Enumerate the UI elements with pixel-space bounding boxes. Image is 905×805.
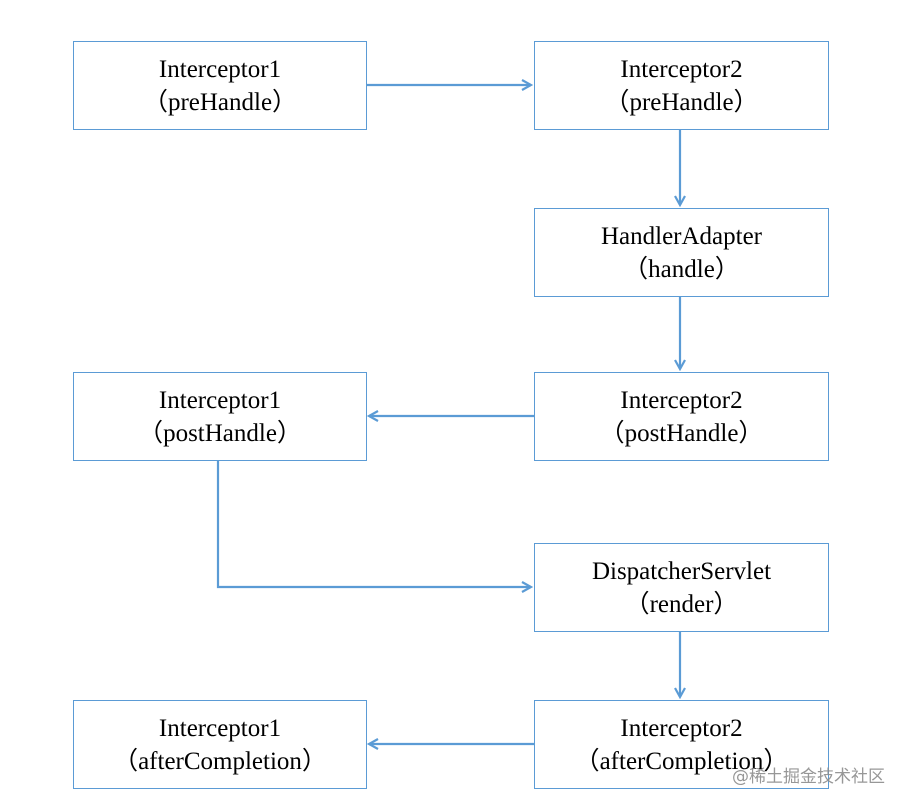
node-title: Interceptor2 <box>620 55 743 83</box>
node-title: Interceptor2 <box>620 386 743 414</box>
node-method: （handle） <box>623 255 740 283</box>
node-dispatcherservlet-render: DispatcherServlet （render） <box>534 543 829 632</box>
node-method: （preHandle） <box>142 88 298 116</box>
node-interceptor1-aftercompletion: Interceptor1 （afterCompletion） <box>73 700 367 789</box>
node-interceptor1-posthandle: Interceptor1 （postHandle） <box>73 372 367 461</box>
node-title: Interceptor1 <box>158 386 282 414</box>
node-title: DispatcherServlet <box>591 557 772 585</box>
node-method: （render） <box>624 590 739 618</box>
node-handleradapter-handle: HandlerAdapter （handle） <box>534 208 829 297</box>
node-method: （postHandle） <box>599 419 764 447</box>
node-method: （preHandle） <box>604 88 759 116</box>
node-title: Interceptor1 <box>158 55 282 83</box>
node-method: （afterCompletion） <box>574 747 789 775</box>
node-interceptor2-prehandle: Interceptor2 （preHandle） <box>534 41 829 130</box>
node-method: （afterCompletion） <box>113 747 327 775</box>
node-title: Interceptor2 <box>620 714 743 742</box>
node-title: HandlerAdapter <box>600 222 763 250</box>
node-title: Interceptor1 <box>158 714 282 742</box>
watermark: @稀土掘金技术社区 <box>732 767 885 787</box>
node-interceptor1-prehandle: Interceptor1 （preHandle） <box>73 41 367 130</box>
node-interceptor2-posthandle: Interceptor2 （postHandle） <box>534 372 829 461</box>
node-method: （postHandle） <box>138 419 302 447</box>
arrow-i1post-to-dispatcher <box>216 460 531 587</box>
node-interceptor2-aftercompletion: Interceptor2 （afterCompletion） <box>534 700 829 789</box>
